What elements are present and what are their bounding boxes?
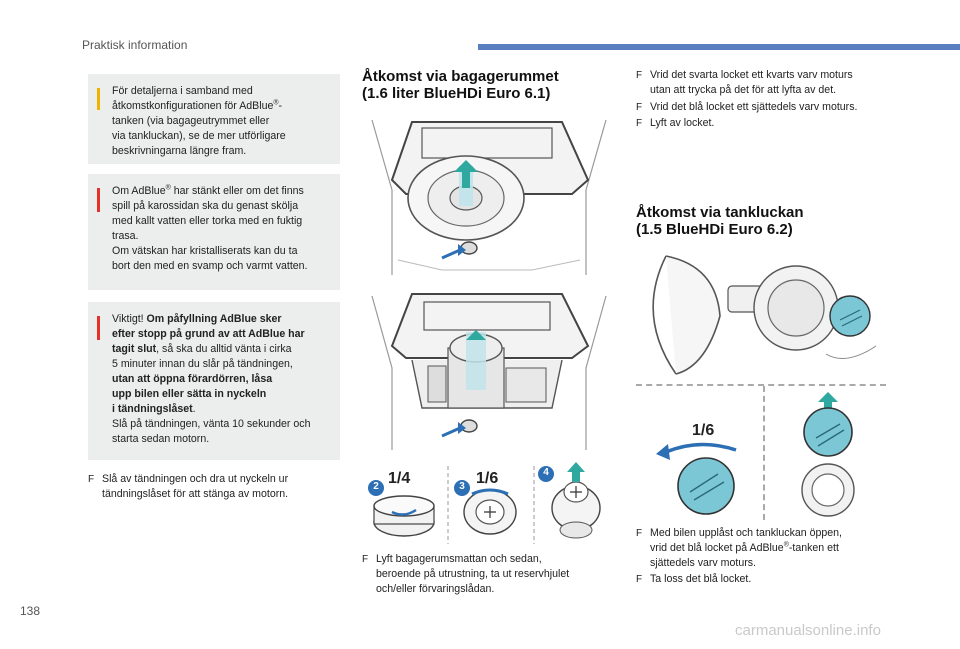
fraction-sixth: 1/6 xyxy=(476,470,499,487)
step-number-3: 3 xyxy=(459,481,465,492)
warning-line: Om vätskan har kristalliserats kan du ta xyxy=(112,245,298,257)
figure-cap-steps: 2 3 4 1/4 1/6 xyxy=(362,462,616,548)
title-line: Åtkomst via tankluckan xyxy=(636,204,804,221)
warning-line: med kallt vatten eller torka med en fukt… xyxy=(112,215,303,227)
step-number-4: 4 xyxy=(543,467,549,478)
info-line: via tankluckan), se de mer utförligare xyxy=(112,130,286,142)
warning-box-refill: Viktigt! Om påfyllning AdBlue sker efter… xyxy=(88,302,340,460)
bullet-icon: F xyxy=(88,474,95,485)
warning-box-spill: Om AdBlue® har stänkt eller om det finns… xyxy=(88,174,340,290)
figure-boot-spare-wheel xyxy=(362,110,616,280)
bullet-line: vrid det blå locket på AdBlue®-tanken et… xyxy=(650,541,839,554)
warning-line: Viktigt! Om påfyllning AdBlue sker xyxy=(112,313,282,325)
warning-line: 5 minuter innan du slår på tändningen, xyxy=(112,358,293,370)
warning-icon xyxy=(97,188,100,212)
info-box: För detaljerna i samband med åtkomstkonf… xyxy=(88,74,340,164)
bullet-line: Med bilen upplåst och tankluckan öppen, xyxy=(650,527,842,539)
title-line: (1.5 BlueHDi Euro 6.2) xyxy=(636,221,793,238)
info-line: tanken (via bagageutrymmet eller xyxy=(112,115,270,127)
title-line: (1.6 liter BlueHDi Euro 6.1) xyxy=(362,85,551,102)
warning-line: efter stopp på grund av att AdBlue har xyxy=(112,328,305,340)
warning-line: Slå på tändningen, vänta 10 sekunder och xyxy=(112,418,311,430)
warning-line: spill på karossidan ska du genast skölja xyxy=(112,200,299,212)
bullet-line: Slå av tändningen och dra ut nyckeln ur xyxy=(102,473,289,485)
section-title-fuel-flap: Åtkomst via tankluckan (1.5 BlueHDi Euro… xyxy=(636,204,804,238)
bullet-icon: F xyxy=(636,70,643,81)
bullet-line: Lyft bagagerumsmattan och sedan, xyxy=(376,553,542,565)
warning-line: trasa. xyxy=(112,230,139,242)
warning-line: Om AdBlue® har stänkt eller om det finns xyxy=(112,184,304,197)
watermark: carmanualsonline.info xyxy=(735,622,881,639)
header-accent-bar xyxy=(478,44,960,50)
bullet-lift-cap: F Lyft av locket. xyxy=(636,116,916,131)
figure-blue-cap-lift xyxy=(768,390,886,518)
section-header: Praktisk information xyxy=(82,38,188,52)
bullet-icon: F xyxy=(636,528,643,539)
figure-divider xyxy=(636,384,886,386)
warning-line: upp bilen eller sätta in nyckeln xyxy=(112,388,267,400)
figure-boot-storage-box xyxy=(362,288,616,456)
bullet-line: utan att trycka på det för att lyfta av … xyxy=(650,84,837,96)
step-marker xyxy=(368,480,384,496)
bullet-turn-adblue-cap: F Med bilen upplåst och tankluckan öppen… xyxy=(636,526,926,571)
figure-divider xyxy=(763,386,765,520)
bullet-turn-black-cap: F Vrid det svarta locket ett kvarts varv… xyxy=(636,68,916,98)
bullet-icon: F xyxy=(636,102,643,113)
bullet-icon: F xyxy=(636,574,643,585)
figure-blue-cap-turn: 1/6 xyxy=(640,390,760,518)
step-marker xyxy=(454,480,470,496)
bullet-line: Ta loss det blå locket. xyxy=(650,573,752,585)
step-number-2: 2 xyxy=(373,481,379,492)
warning-line: starta sedan motorn. xyxy=(112,433,210,445)
warning-line: utan att öppna förardörren, låsa xyxy=(112,373,273,385)
bullet-ignition-off: F Slå av tändningen och dra ut nyckeln u… xyxy=(88,472,340,502)
info-line: För detaljerna i samband med xyxy=(112,85,253,97)
bullet-icon: F xyxy=(362,554,369,565)
bullet-line: sjättedels varv moturs. xyxy=(650,557,756,569)
bullet-line: Lyft av locket. xyxy=(650,117,715,129)
bullet-line: Vrid det blå locket ett sjättedels varv … xyxy=(650,101,858,113)
bullet-line: Vrid det svarta locket ett kvarts varv m… xyxy=(650,69,853,81)
bullet-line: tändningslåset för att stänga av motorn. xyxy=(102,488,289,500)
fraction-quarter: 1/4 xyxy=(388,470,411,487)
bullet-lift-mat: F Lyft bagagerumsmattan och sedan, beroe… xyxy=(362,552,616,597)
warning-icon xyxy=(97,316,100,340)
page-number: 138 xyxy=(20,604,41,618)
info-line: beskrivningarna längre fram. xyxy=(112,145,247,157)
step-marker xyxy=(538,466,554,482)
warning-line: bort den med en svamp och varmt vatten. xyxy=(112,260,308,272)
warning-line: tagit slut, så ska du alltid vänta i cir… xyxy=(112,343,292,355)
info-line: åtkomstkonfigurationen för AdBlue®- xyxy=(112,99,283,112)
info-icon xyxy=(97,88,100,110)
section-title-boot: Åtkomst via bagagerummet (1.6 liter Blue… xyxy=(362,68,559,102)
title-line: Åtkomst via bagagerummet xyxy=(362,68,559,85)
figure-fuel-flap xyxy=(636,246,886,384)
bullet-icon: F xyxy=(636,118,643,129)
bullet-line: och/eller förvaringslådan. xyxy=(376,583,495,595)
bullet-line: beroende på utrustning, ta ut reservhjul… xyxy=(376,568,570,580)
bullet-turn-blue-cap: F Vrid det blå locket ett sjättedels var… xyxy=(636,100,916,115)
warning-line: i tändningslåset. xyxy=(112,403,196,415)
fraction-sixth-tank: 1/6 xyxy=(692,422,715,439)
bullet-remove-blue-cap: F Ta loss det blå locket. xyxy=(636,572,926,587)
